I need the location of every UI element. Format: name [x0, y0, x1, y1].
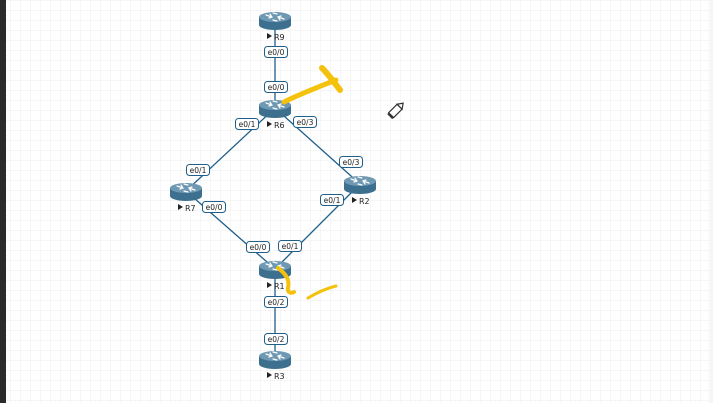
interface-label[interactable]: e0/1	[278, 240, 302, 252]
router-arrows-icon	[176, 183, 196, 193]
play-triangle-icon	[267, 372, 272, 378]
router-arrows-icon	[265, 100, 285, 110]
interface-labels-layer: e0/0 e0/0 e0/1 e0/1 e0/3 e0/3 e0/0 e0/0 e0/1 e0/1…	[186, 46, 363, 345]
interface-label-text: e0/0	[250, 243, 267, 252]
interface-label-text: e0/2	[268, 298, 285, 307]
interface-label[interactable]: e0/2	[264, 296, 288, 308]
router-r1[interactable]: R1	[259, 261, 291, 291]
router-r3[interactable]: R3	[259, 351, 291, 381]
interface-label[interactable]: e0/1	[320, 194, 344, 206]
interface-label-box	[235, 118, 259, 130]
link-r2-r1[interactable]	[274, 183, 361, 270]
annotation-stroke-r1	[276, 266, 296, 295]
router-label-text: R9	[274, 33, 285, 42]
router-icon-top	[344, 176, 376, 186]
interface-label[interactable]: e0/1	[235, 118, 259, 130]
interface-label[interactable]: e0/3	[339, 156, 363, 168]
play-triangle-icon	[178, 204, 183, 210]
router-label: R3	[267, 372, 285, 381]
interface-label-box	[246, 241, 270, 253]
link-r6-r2[interactable]	[274, 107, 361, 185]
router-label-text: R2	[359, 197, 370, 206]
router-icon-top	[259, 12, 291, 22]
link-r7-r1[interactable]	[185, 190, 276, 270]
canvas-edge-shadow	[707, 0, 713, 403]
interface-label-box	[264, 81, 288, 93]
interface-label-box	[264, 333, 288, 345]
links-layer	[185, 20, 361, 359]
interface-label[interactable]: e0/0	[264, 81, 288, 93]
interface-label-box	[320, 194, 344, 206]
play-triangle-icon	[352, 197, 357, 203]
interface-label-box	[202, 201, 226, 213]
interface-label[interactable]: e0/3	[293, 116, 317, 128]
interface-label-box	[264, 296, 288, 308]
link-r6-r7[interactable]	[185, 107, 276, 192]
router-label: R2	[352, 197, 370, 206]
interface-label-text: e0/1	[239, 120, 256, 129]
router-label: R6	[267, 121, 285, 130]
router-icon-top	[170, 183, 202, 193]
router-label-text: R7	[185, 204, 196, 213]
router-arrows-icon	[265, 351, 285, 361]
router-arrows-icon	[350, 176, 370, 186]
router-r2[interactable]: R2	[344, 176, 376, 206]
interface-label-text: e0/3	[297, 118, 314, 127]
router-arrows-icon	[265, 12, 285, 22]
interface-label-box	[278, 240, 302, 252]
router-r9[interactable]: R9	[259, 12, 291, 42]
pencil-cursor-icon	[387, 102, 404, 120]
interface-label-text: e0/1	[282, 242, 299, 251]
router-label-text: R3	[274, 372, 285, 381]
interface-label-text: e0/2	[268, 335, 285, 344]
play-triangle-icon	[267, 121, 272, 127]
router-label-text: R1	[274, 282, 285, 291]
interface-label-text: e0/1	[324, 196, 341, 205]
interface-label-box	[339, 156, 363, 168]
annotation-stroke-top-cap	[319, 65, 343, 93]
interface-label-text: e0/0	[268, 48, 285, 57]
play-triangle-icon	[267, 33, 272, 39]
router-icon-top	[259, 351, 291, 361]
router-icon-top	[259, 261, 291, 271]
interface-label-box	[264, 46, 288, 58]
interface-label[interactable]: e0/1	[186, 164, 210, 176]
router-label-text: R6	[274, 121, 285, 130]
router-label: R1	[267, 282, 285, 291]
router-label: R7	[178, 204, 196, 213]
interface-label-box	[293, 116, 317, 128]
annotation-marks	[276, 65, 343, 300]
annotation-stroke-bottom	[306, 284, 338, 300]
interface-label-text: e0/1	[190, 166, 207, 175]
interface-label[interactable]: e0/0	[246, 241, 270, 253]
interface-label-text: e0/0	[268, 83, 285, 92]
router-label: R9	[267, 33, 285, 42]
interface-label-box	[186, 164, 210, 176]
interface-label[interactable]: e0/2	[264, 333, 288, 345]
router-r7[interactable]: R7	[170, 183, 202, 213]
window-edge	[0, 0, 6, 403]
play-triangle-icon	[267, 282, 272, 288]
interface-label-text: e0/3	[343, 158, 360, 167]
canvas-grid	[6, 0, 713, 403]
interface-label[interactable]: e0/0	[264, 46, 288, 58]
interface-label-text: e0/0	[206, 203, 223, 212]
interface-label[interactable]: e0/0	[202, 201, 226, 213]
router-r6[interactable]: R6	[259, 100, 291, 130]
